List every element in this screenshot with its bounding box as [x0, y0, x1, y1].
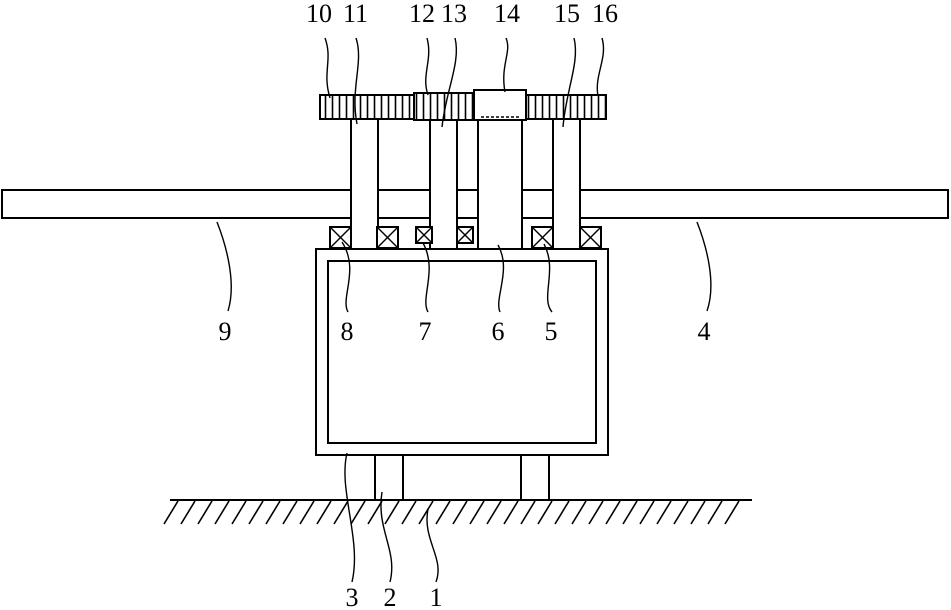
hatch-line — [674, 501, 688, 524]
hatch-line — [691, 501, 705, 524]
label-12: 12 — [409, 0, 435, 28]
hatch-line — [504, 501, 518, 524]
hatch-line — [368, 501, 382, 524]
gear-left — [320, 95, 414, 119]
hatch-line — [623, 501, 637, 524]
shaft-15 — [553, 118, 580, 249]
hatch-line — [572, 501, 586, 524]
label-10: 10 — [306, 0, 332, 28]
hatch-line — [453, 501, 467, 524]
hatch-line — [215, 501, 229, 524]
motor-14 — [474, 90, 526, 120]
hatch-line — [606, 501, 620, 524]
hatch-line — [283, 501, 297, 524]
label-15: 15 — [554, 0, 580, 28]
hatch-line — [198, 501, 212, 524]
hatch-line — [351, 501, 365, 524]
bearing — [457, 227, 473, 243]
shaft-6 — [478, 118, 522, 249]
box-outer — [316, 249, 608, 455]
label-1: 1 — [430, 583, 443, 610]
hatch-line — [385, 501, 399, 524]
label-16: 16 — [592, 0, 618, 28]
bearing — [416, 227, 432, 243]
label-3: 3 — [346, 583, 359, 610]
hatch-line — [402, 501, 416, 524]
label-5: 5 — [545, 317, 558, 346]
hatch-line — [266, 501, 280, 524]
label-11: 11 — [343, 0, 368, 28]
hatch-line — [555, 501, 569, 524]
hatch-line — [317, 501, 331, 524]
bearing — [532, 227, 553, 248]
hatch-line — [487, 501, 501, 524]
hatch-line — [538, 501, 552, 524]
hatch-line — [232, 501, 246, 524]
hatch-line — [725, 501, 739, 524]
bearing — [580, 227, 601, 248]
label-13: 13 — [441, 0, 467, 28]
hatch-line — [181, 501, 195, 524]
label-7: 7 — [419, 317, 432, 346]
label-6: 6 — [492, 317, 505, 346]
hatch-line — [419, 501, 433, 524]
label-4: 4 — [698, 317, 711, 346]
support-leg-right — [521, 455, 549, 500]
bearing — [330, 227, 351, 248]
support-leg-left — [375, 455, 403, 500]
hatch-line — [657, 501, 671, 524]
ground-hatching — [164, 501, 739, 524]
label-2: 2 — [384, 583, 397, 610]
hatch-line — [708, 501, 722, 524]
hatch-line — [436, 501, 450, 524]
horizontal-bar — [2, 190, 948, 218]
hatch-line — [470, 501, 484, 524]
hatch-line — [334, 501, 348, 524]
hatch-line — [589, 501, 603, 524]
bearing — [377, 227, 398, 248]
label-8: 8 — [341, 317, 354, 346]
hatch-line — [300, 501, 314, 524]
hatch-line — [249, 501, 263, 524]
shaft-11 — [351, 118, 378, 249]
shaft-13 — [430, 118, 457, 249]
label-9: 9 — [219, 317, 232, 346]
ground — [164, 500, 752, 524]
hatch-line — [521, 501, 535, 524]
hatch-line — [640, 501, 654, 524]
label-14: 14 — [494, 0, 520, 28]
hatch-line — [164, 501, 178, 524]
